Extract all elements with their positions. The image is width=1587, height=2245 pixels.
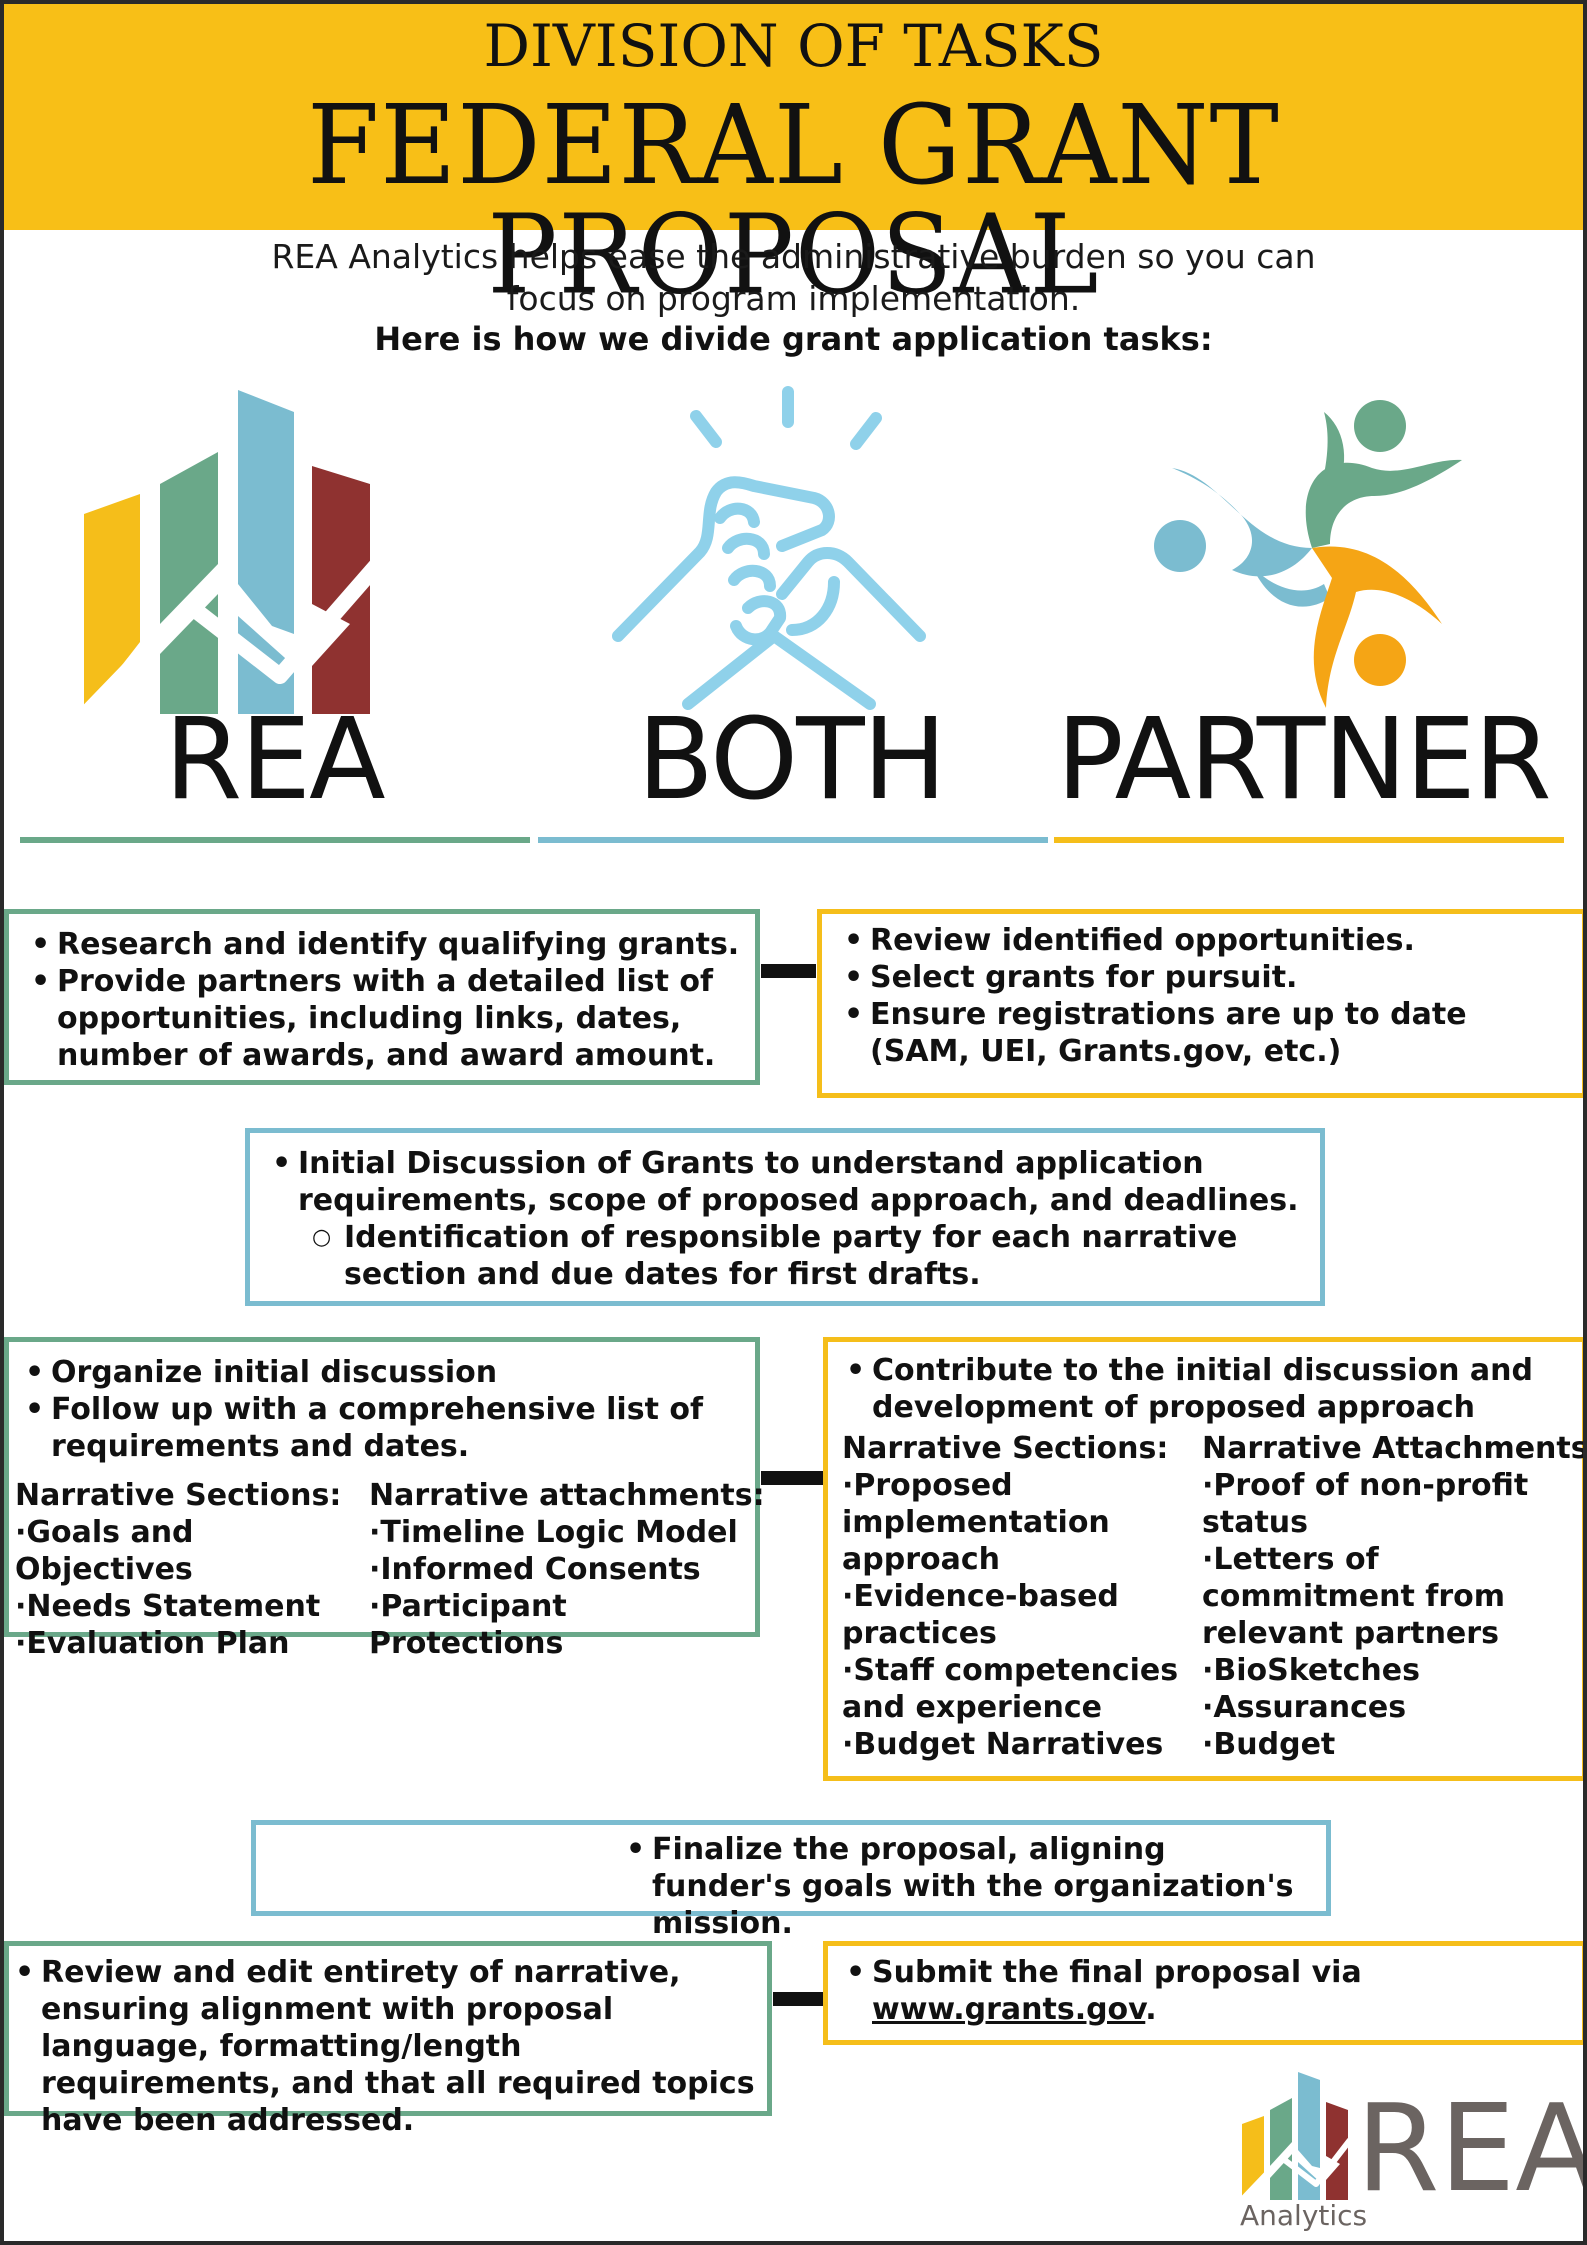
list-item: ·Evidence-based practices	[842, 1579, 1119, 1651]
rea-column-label: REA	[164, 695, 385, 825]
partner-sections-title: Narrative Sections:	[842, 1431, 1169, 1466]
rea-attachments-title: Narrative attachments:	[369, 1478, 765, 1513]
page-title: FEDERAL GRANT PROPOSAL	[307, 81, 1280, 319]
handshake-icon	[612, 386, 926, 710]
grants-gov-link[interactable]: www.grants.gov	[872, 1992, 1146, 2027]
rea-column-rule	[20, 837, 530, 843]
list-item: Ensure registrations are up to date (SAM…	[840, 996, 1570, 1070]
step4-both-box: Finalize the proposal, aligning funder's…	[251, 1820, 1331, 1941]
list-item: ·Assurances	[1202, 1690, 1407, 1725]
step5-rea-box: Review and edit entirety of narrative, e…	[4, 1941, 772, 2138]
step2-both-box: Initial Discussion of Grants to understa…	[245, 1128, 1325, 1306]
step1-partner-list: Review identified opportunities. Select …	[840, 922, 1570, 1070]
step1-partner-box: Review identified opportunities. Select …	[817, 909, 1583, 1098]
list-item: Finalize the proposal, aligning funder's…	[622, 1831, 1314, 1942]
list-item: ·Proof of non-profit status	[1202, 1468, 1529, 1540]
step5-rea-list: Review and edit entirety of narrative, e…	[11, 1954, 757, 2139]
step3-rea-columns: Narrative Sections: ·Goals and Objective…	[15, 1477, 765, 1662]
list-item: ·BioSketches	[1202, 1653, 1420, 1688]
step5-connector	[773, 1992, 823, 2006]
rea-sections-title: Narrative Sections:	[15, 1478, 342, 1513]
step3-connector	[761, 1471, 823, 1485]
submit-period: .	[1145, 1992, 1157, 2027]
list-item: Contribute to the initial discussion and…	[842, 1352, 1578, 1426]
list-item: Review identified opportunities.	[840, 922, 1570, 959]
intro-line-2: focus on program implementation.	[506, 279, 1081, 318]
submit-text: Submit the final proposal via	[872, 1955, 1362, 1990]
list-item: Initial Discussion of Grants to understa…	[268, 1145, 1308, 1219]
list-item: ·Budget Narratives	[842, 1727, 1164, 1762]
list-item: ·Participant Protections	[369, 1589, 567, 1661]
footer-logo-tagline: Analytics	[1240, 2199, 1368, 2232]
people-icon	[1154, 400, 1462, 708]
step4-both-list: Finalize the proposal, aligning funder's…	[622, 1831, 1314, 1942]
header-subtitle: DIVISION OF TASKS	[483, 12, 1104, 80]
step3-partner-box: Contribute to the initial discussion and…	[823, 1337, 1587, 1781]
footer-logo-name: REA	[1356, 2080, 1587, 2219]
list-item: ·Letters of commitment from relevant par…	[1202, 1542, 1506, 1651]
header-banner	[4, 4, 1583, 230]
partner-narrative-attachments: Narrative Attachments: ·Proof of non-pro…	[1202, 1430, 1587, 1763]
list-item: Research and identify qualifying grants.	[27, 926, 743, 963]
step1-rea-box: Research and identify qualifying grants.…	[4, 909, 760, 1085]
step5-partner-box: Submit the final proposal viawww.grants.…	[823, 1941, 1583, 2045]
list-item: Provide partners with a detailed list of…	[27, 963, 743, 1074]
list-item: ·Informed Consents	[369, 1552, 701, 1587]
list-item: ·Evaluation Plan	[15, 1626, 290, 1661]
step3-rea-box: Organize initial discussion Follow up wi…	[4, 1337, 765, 1661]
list-item: ·Timeline Logic Model	[369, 1515, 738, 1550]
intro-text: REA Analytics helps ease the administrat…	[4, 236, 1583, 320]
step3-partner-columns: Narrative Sections: ·Proposed implementa…	[842, 1430, 1587, 1763]
partner-attachments-title: Narrative Attachments:	[1202, 1431, 1587, 1466]
list-item: Review and edit entirety of narrative, e…	[11, 1954, 757, 2139]
list-item: ·Proposed implementation approach	[842, 1468, 1110, 1577]
both-column-label: BOTH	[637, 695, 947, 825]
list-item: Organize initial discussion	[21, 1354, 749, 1391]
step1-rea-list: Research and identify qualifying grants.…	[27, 926, 743, 1074]
list-subitem: Identification of responsible party for …	[268, 1219, 1308, 1293]
step1-connector	[761, 964, 816, 978]
step3-partner-list: Contribute to the initial discussion and…	[842, 1352, 1578, 1426]
partner-column-rule	[1054, 837, 1564, 843]
rea-narrative-sections: Narrative Sections: ·Goals and Objective…	[15, 1477, 369, 1662]
both-column-rule	[538, 837, 1048, 843]
intro-lead: Here is how we divide grant application …	[374, 320, 1213, 358]
partner-column-label: PARTNER	[1056, 695, 1551, 825]
step5-partner-list: Submit the final proposal viawww.grants.…	[842, 1954, 1570, 2028]
list-item: ·Budget	[1202, 1727, 1336, 1762]
list-item: ·Needs Statement	[15, 1589, 321, 1624]
list-item: ·Staff competencies and experience	[842, 1653, 1179, 1725]
partner-narrative-sections: Narrative Sections: ·Proposed implementa…	[842, 1430, 1202, 1763]
list-item: Submit the final proposal viawww.grants.…	[842, 1954, 1570, 2028]
list-item: Follow up with a comprehensive list of r…	[21, 1391, 749, 1465]
step2-both-list: Initial Discussion of Grants to understa…	[268, 1145, 1308, 1293]
rea-bars-icon	[80, 390, 380, 720]
list-item: ·Goals and Objectives	[15, 1515, 194, 1587]
step3-rea-list: Organize initial discussion Follow up wi…	[15, 1354, 749, 1465]
list-item: Select grants for pursuit.	[840, 959, 1570, 996]
intro-line-1: REA Analytics helps ease the administrat…	[271, 237, 1316, 276]
rea-narrative-attachments: Narrative attachments: ·Timeline Logic M…	[369, 1477, 765, 1662]
rea-analytics-logo-icon	[1240, 2072, 1352, 2202]
